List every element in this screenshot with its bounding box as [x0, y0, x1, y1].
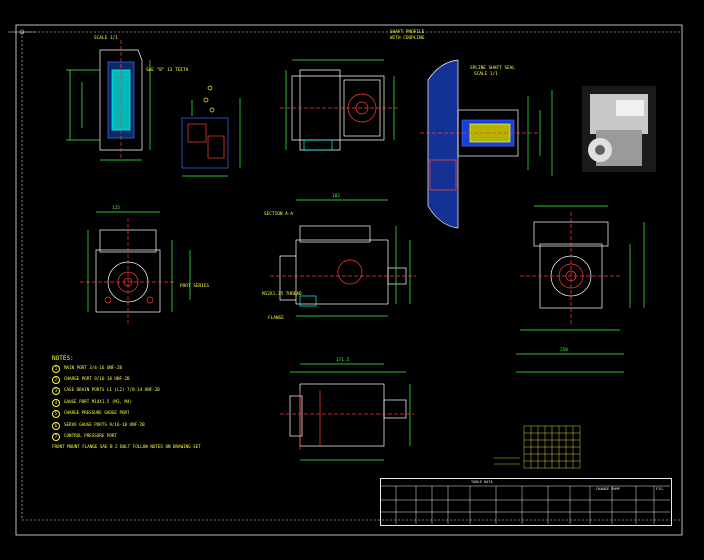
dimension-d: 171.5 — [336, 358, 350, 363]
note-bullet: 4 — [52, 398, 60, 407]
scale-label-2: SCALE 1/1 — [474, 72, 498, 77]
rear-view-right — [516, 205, 645, 373]
side-view-top — [280, 59, 400, 151]
shaft-title-2: WITH COUPLING — [390, 36, 425, 41]
notes-heading: NOTES: — [52, 355, 74, 362]
side-view-middle — [270, 199, 416, 317]
note-item: 1 MAIN PORT 3/4-16 UNF-2B — [52, 364, 262, 373]
flange-label: FLANGE — [268, 316, 284, 321]
note-bullet: 7 — [52, 432, 60, 441]
note-bullet: 6 — [52, 421, 60, 430]
performance-grid — [494, 425, 581, 469]
note-item: 5 CHARGE PRESSURE GAUGE PORT — [52, 410, 262, 419]
note-item: 6 SERVO GAUGE PORTS 9/16-18 UNF-2B — [52, 421, 262, 430]
note-text: CHARGE PRESSURE GAUGE PORT — [64, 410, 130, 416]
note-text: SERVO GAUGE PORTS 9/16-18 UNF-2B — [64, 421, 145, 427]
title-block-col-b: FIG. — [656, 487, 665, 491]
scale-label-1: SCALE 1/1 — [94, 36, 118, 41]
drawing-frame — [15, 24, 683, 536]
note-bullet: 5 — [52, 410, 60, 419]
note-text: CASE DRAIN PORTS L1 (L2) 7/8-14 UNF-2B — [64, 387, 160, 393]
notes-footer: FRONT MOUNT FLANGE SAE B 2 BOLT FOLLOW N… — [52, 444, 201, 450]
spline-title: SPLINE SHAFT SEAL — [470, 66, 515, 71]
title-block-title: TABLE DATA — [471, 480, 493, 484]
port-label: PORT SERIES — [180, 284, 210, 289]
title-block-grid — [380, 485, 670, 524]
pump-3d-render — [582, 86, 656, 172]
front-view-left — [80, 211, 191, 326]
dimension-c: 250 — [560, 348, 568, 353]
note-text: GAUGE PORT M14X1.5 (M3, M4) — [64, 398, 133, 404]
title-block-col-a: CHANGE PUMP — [596, 487, 620, 491]
note-text: CONTROL PRESSURE PORT — [64, 432, 117, 438]
note-text: MAIN PORT 3/4-16 UNF-2B — [64, 364, 122, 370]
note-item: 3 CASE DRAIN PORTS L1 (L2) 7/8-14 UNF-2B — [52, 387, 262, 396]
shaft-detail-view — [66, 40, 151, 161]
port-schematic — [181, 85, 241, 177]
note-item: 7 CONTROL PRESSURE PORT — [52, 432, 262, 441]
side-view-bottom — [280, 363, 414, 461]
shaft-seal-section — [420, 59, 553, 229]
dimension-b: 182 — [332, 194, 340, 199]
title-block: TABLE DATA CHANGE PUMP FIG. — [380, 478, 672, 526]
shaft-title-1: SHAFT PROFILE — [390, 30, 425, 35]
note-item: 4 GAUGE PORT M14X1.5 (M3, M4) — [52, 398, 262, 407]
port-size-label: M12X1.75 THREAD — [262, 292, 302, 297]
sae-label: SAE "B" 13 TEETH — [146, 68, 189, 73]
section-label: SECTION A-A — [264, 212, 294, 217]
note-bullet: 2 — [52, 375, 60, 384]
note-text: CHARGE PORT 9/16-18 UNF-2B — [64, 375, 130, 381]
note-item: 2 CHARGE PORT 9/16-18 UNF-2B — [52, 375, 262, 384]
note-bullet: 3 — [52, 387, 60, 396]
note-bullet: 1 — [52, 364, 60, 373]
dimension-a: 125 — [112, 206, 120, 211]
